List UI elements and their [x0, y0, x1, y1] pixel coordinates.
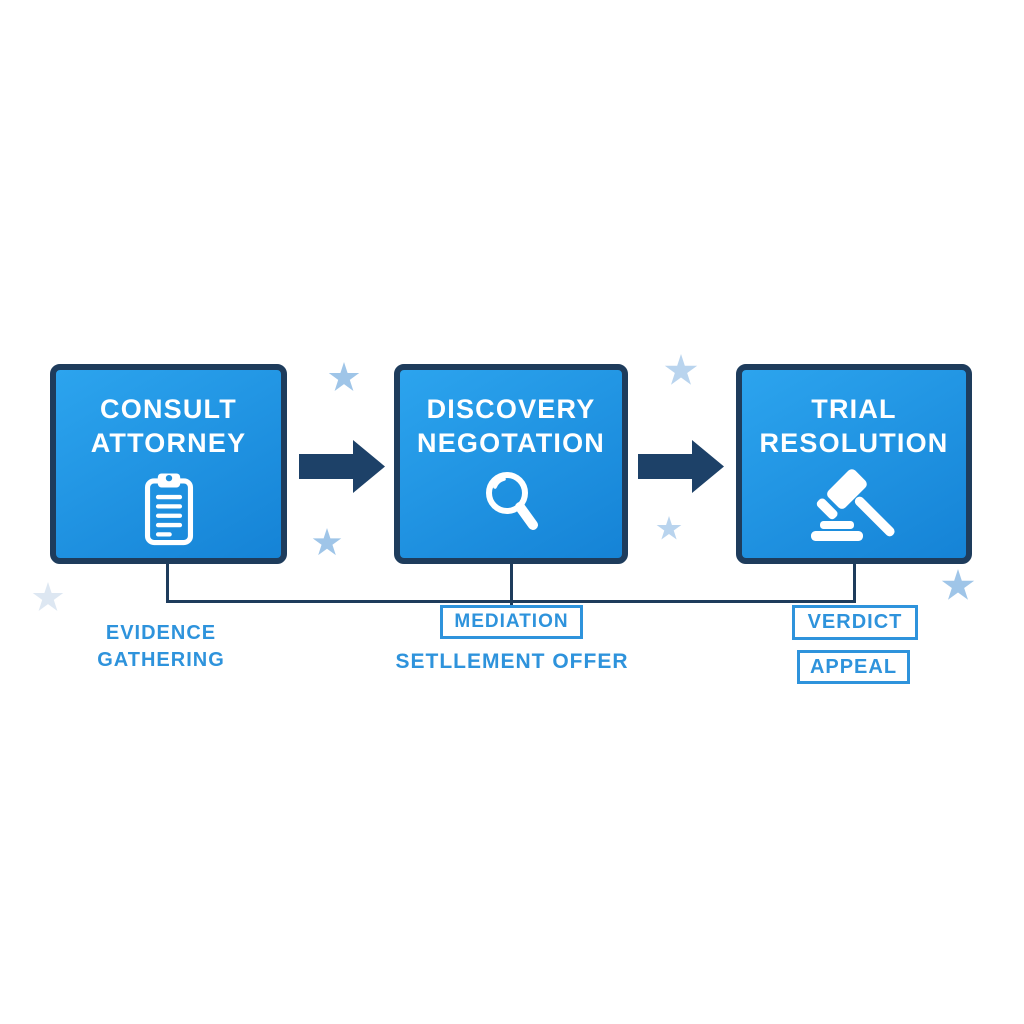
- label-text: MEDIATION: [454, 611, 569, 632]
- step-title-line: TRIAL: [811, 394, 897, 424]
- magnifier-icon: [486, 472, 538, 530]
- connector-line: [166, 562, 169, 602]
- step-title-line: CONSULT: [100, 394, 237, 424]
- arrow-right-icon: [638, 440, 724, 493]
- label-line: GATHERING: [97, 649, 225, 671]
- clipboard-icon: [144, 473, 193, 546]
- step-title: CONSULT ATTORNEY: [91, 392, 247, 460]
- step-box-discovery-negotiation: DISCOVERY NEGOTATION: [394, 364, 628, 564]
- star-icon: [328, 362, 360, 391]
- star-icon: [312, 528, 342, 556]
- connector-line: [166, 600, 856, 603]
- arrow-right-icon: [299, 440, 385, 493]
- star-icon: [664, 354, 698, 385]
- label-verdict: VERDICT: [792, 605, 918, 640]
- step-title: TRIAL RESOLUTION: [759, 392, 948, 460]
- step-title-line: DISCOVERY: [426, 394, 596, 424]
- step-title-line: NEGOTATION: [417, 428, 605, 458]
- step-title-line: ATTORNEY: [90, 428, 247, 458]
- step-box-consult-attorney: CONSULT ATTORNEY: [50, 364, 287, 564]
- step-title-line: RESOLUTION: [759, 428, 949, 458]
- label-line: EVIDENCE: [105, 622, 217, 644]
- connector-line: [853, 561, 856, 603]
- label-settlement-offer: SETLLEMENT OFFER: [332, 650, 692, 674]
- gavel-icon: [811, 469, 895, 541]
- label-text: APPEAL: [809, 655, 898, 678]
- label-mediation: MEDIATION: [440, 605, 583, 639]
- label-appeal: APPEAL: [797, 650, 910, 684]
- step-box-trial-resolution: TRIAL RESOLUTION: [736, 364, 972, 564]
- connector-line: [510, 561, 513, 607]
- star-icon: [656, 516, 682, 540]
- label-evidence-gathering: EVIDENCE GATHERING: [61, 620, 261, 674]
- star-icon: [941, 569, 975, 600]
- step-title: DISCOVERY NEGOTATION: [417, 392, 605, 460]
- star-icon: [32, 582, 64, 611]
- label-text: VERDICT: [807, 611, 903, 633]
- label-text: SETLLEMENT OFFER: [395, 650, 629, 673]
